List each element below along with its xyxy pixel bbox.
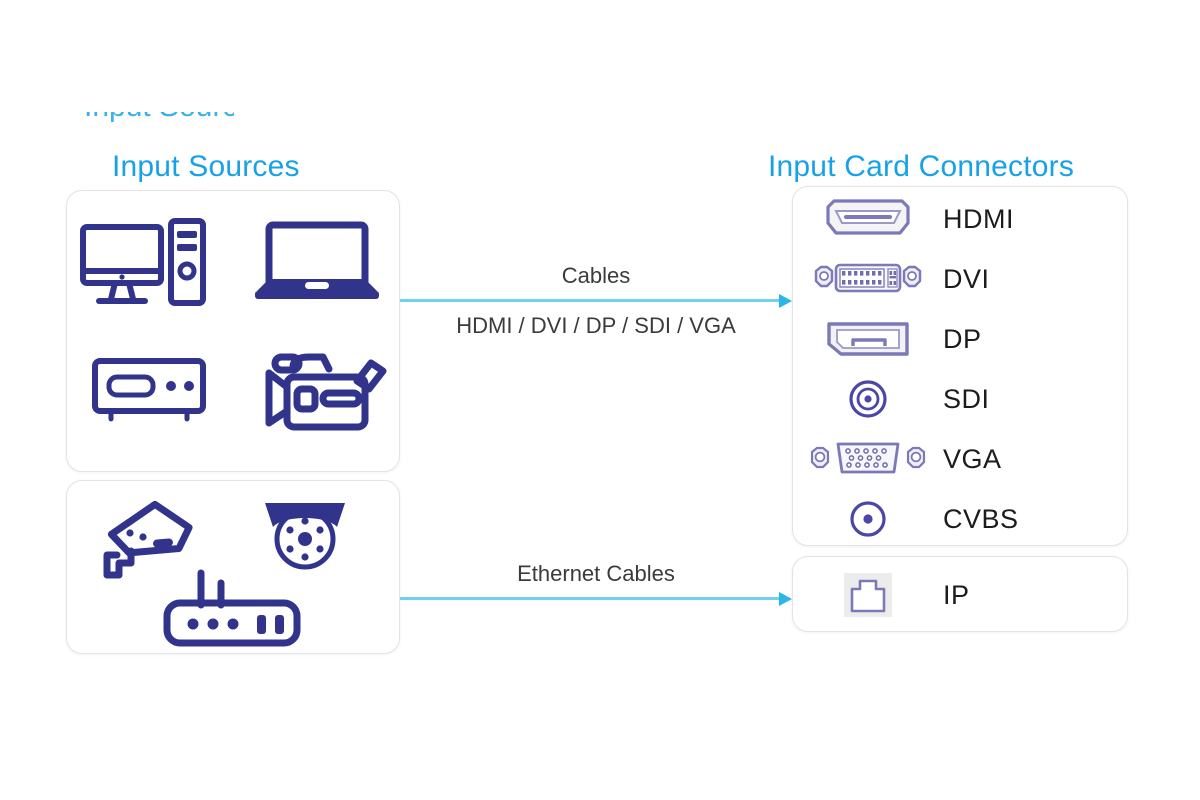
clipped-title-artifact: Input Sources <box>84 112 234 130</box>
hdmi-connector-icon <box>793 197 943 241</box>
connector-row-dvi: DVI <box>793 251 1129 307</box>
cables-arrow-label-above: Cables <box>561 263 631 288</box>
rj45-connector-icon <box>793 569 943 621</box>
connector-row-sdi: SDI <box>793 371 1129 427</box>
connector-row-cvbs: CVBS <box>793 491 1129 547</box>
bnc-connector-icon <box>793 375 943 423</box>
left-panel-title: Input Sources <box>112 150 300 183</box>
media-player-icon <box>89 353 211 429</box>
cables-arrow-line <box>400 299 779 302</box>
rca-connector-icon <box>793 496 943 542</box>
ethernet-arrow-head <box>779 591 792 606</box>
input-sources-ip-card <box>66 480 400 654</box>
input-sources-av-card <box>66 190 400 472</box>
bullet-camera-icon <box>97 493 207 579</box>
laptop-icon <box>253 221 381 307</box>
connector-label-cvbs: CVBS <box>943 503 1019 534</box>
router-icon <box>161 569 303 649</box>
connector-row-ip: IP <box>793 567 1129 623</box>
connector-row-vga: VGA <box>793 431 1129 487</box>
cables-arrow-label-below: HDMI / DVI / DP / SDI / VGA <box>456 313 736 338</box>
vga-connector-icon <box>793 439 943 479</box>
connector-label-hdmi: HDMI <box>943 203 1014 234</box>
dome-camera-icon <box>259 497 351 573</box>
ethernet-arrow-label-above: Ethernet Cables <box>517 561 675 586</box>
input-card-connectors-video-card: HDMI <box>792 186 1128 546</box>
connector-row-dp: DP <box>793 311 1129 367</box>
displayport-connector-icon <box>793 318 943 360</box>
connector-label-sdi: SDI <box>943 383 990 414</box>
dvi-connector-icon <box>793 259 943 299</box>
ethernet-arrow-line <box>400 597 779 600</box>
right-panel-title: Input Card Connectors <box>768 150 1075 183</box>
cables-arrow-head <box>779 293 792 308</box>
connector-label-dp: DP <box>943 323 982 354</box>
input-card-connectors-ip-card: IP <box>792 556 1128 632</box>
connector-row-hdmi: HDMI <box>793 191 1129 247</box>
connector-label-dvi: DVI <box>943 263 990 294</box>
connector-label-ip: IP <box>943 579 970 610</box>
connector-label-vga: VGA <box>943 443 1002 474</box>
desktop-computer-icon <box>77 213 207 313</box>
camcorder-icon <box>257 337 389 441</box>
